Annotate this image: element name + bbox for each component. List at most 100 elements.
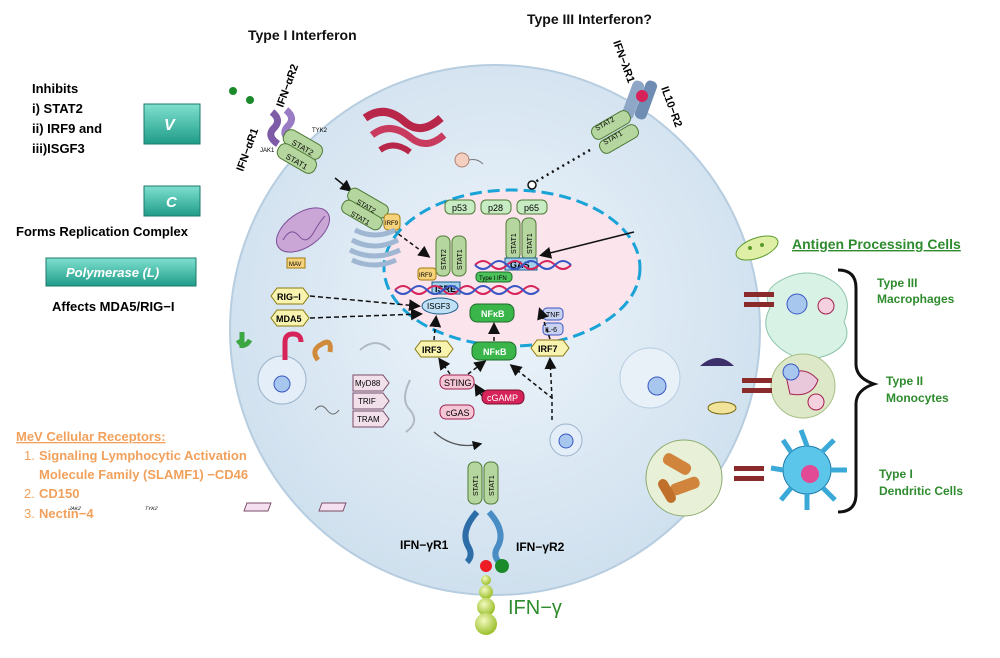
type1-ifn-gene: Type I IFN xyxy=(475,271,513,283)
ifn-alpha-ligand-icon xyxy=(229,87,237,95)
p53-label: p53 xyxy=(452,203,467,213)
mav-badge: MAV xyxy=(286,257,306,269)
arrow-cgamp-sting xyxy=(474,383,486,397)
tnf-label: TNF xyxy=(546,312,560,319)
cd150-receptor-icon xyxy=(282,331,304,360)
receptor-item-3-num: 3. xyxy=(24,506,35,521)
mev-receptors-title: MeV Cellular Receptors: xyxy=(16,429,166,444)
mitochondrion-icon xyxy=(276,207,330,253)
cgas-badge: cGAS xyxy=(439,404,475,420)
rig-i-badge: RIG−I xyxy=(270,287,310,305)
mda5-badge: MDA5 xyxy=(270,309,310,327)
pathogen-icon xyxy=(700,358,737,415)
viral-vesicle-right xyxy=(549,423,583,457)
apc-title: Antigen Processing Cells xyxy=(792,236,961,252)
tram-label: TRAM xyxy=(357,415,380,424)
il10r2-label: IL10−R2 xyxy=(658,85,684,129)
l-protein-box: Polymerase (L) xyxy=(45,257,197,287)
jak2-label-a: JAK2 xyxy=(68,506,82,512)
arrow-type1-stat xyxy=(334,177,353,192)
mda5-label: MDA5 xyxy=(276,314,302,324)
receptor-item-1-line1: Signaling Lymphocytic Activation xyxy=(39,448,247,463)
receptor-item-1-line2: Molecule Family (SLAMF1) −CD46 xyxy=(39,467,248,482)
endoplasmic-reticulum-icon xyxy=(362,108,447,155)
arrow-irf3-up xyxy=(429,315,442,341)
dna-strand-lower xyxy=(394,285,540,295)
cgamp-badge: cGAMP xyxy=(481,389,525,405)
stat1-gas-label-b: STAT1 xyxy=(527,233,534,254)
inhibits-line-3: iii)ISGF3 xyxy=(32,141,85,156)
receptor-item-2-line1: CD150 xyxy=(39,486,79,501)
stat1-gamma-label-a: STAT1 xyxy=(473,475,480,496)
ifnar1-label: IFN−αR1 xyxy=(235,127,262,173)
dna-strand-upper-b xyxy=(474,260,572,270)
irf3-badge: IRF3 xyxy=(414,340,454,358)
myd88-label: MyD88 xyxy=(355,379,381,388)
inhibits-line-1: i) STAT2 xyxy=(32,101,83,116)
cgas-label: cGAS xyxy=(446,408,470,418)
cgamp-label: cGAMP xyxy=(487,393,518,403)
stat-complex-cytoplasm: STAT2 STAT1 IRF9 xyxy=(341,187,401,231)
apc-type2-line1: Type II xyxy=(886,374,923,388)
macrophage-icon xyxy=(744,272,848,360)
arrow-mda-to-nucleus xyxy=(309,308,423,321)
budding-vesicle xyxy=(619,347,681,409)
tlr-adaptor-group: MyD88 TRIF TRAM xyxy=(352,374,390,428)
nfkb-nuclear-badge: NFκB xyxy=(469,303,515,323)
l-caption: Affects MDA5/RIG−I xyxy=(52,299,174,314)
trif-label: TRIF xyxy=(358,397,376,406)
type1-interferon-title: Type I Interferon xyxy=(248,27,357,43)
l-protein-label: Polymerase (L) xyxy=(66,265,159,280)
stat1-gamma-label-b: STAT1 xyxy=(489,475,496,496)
ifn-gamma-receptor-icon: STAT1 STAT1 JAK2 TYK2 xyxy=(68,461,509,573)
virus-cluster-icon xyxy=(645,439,723,517)
rig-i-label: RIG−I xyxy=(277,292,301,302)
nectin-receptor-icon xyxy=(312,339,333,362)
dna-strand-lower-b xyxy=(394,285,540,295)
p65-label: p65 xyxy=(524,203,539,213)
inhibits-line-0: Inhibits xyxy=(32,81,78,96)
isgf3-label: ISGF3 xyxy=(427,302,451,311)
p28-badge: p28 xyxy=(480,199,512,215)
c-protein-label: C xyxy=(166,194,178,211)
gas-label: GAS xyxy=(510,260,530,270)
stat1-gas-label-a: STAT1 xyxy=(511,233,518,254)
ifngr1-label: IFN−γR1 xyxy=(400,538,449,552)
receptor-item-2-num: 2. xyxy=(24,486,35,501)
ifngr2-label: IFN−γR2 xyxy=(516,540,565,554)
apc-type2-line2: Monocytes xyxy=(886,391,949,405)
v-protein-box: V xyxy=(143,103,201,145)
blocked-link-icon xyxy=(527,180,537,190)
arrow-into-gas xyxy=(539,231,635,259)
inhibits-line-2: ii) IRF9 and xyxy=(32,121,102,136)
bacterium-icon xyxy=(735,235,779,261)
type1-ifn-label: Type I IFN xyxy=(479,276,507,282)
nfkb-nuclear-label: NFκB xyxy=(481,309,505,319)
ifn-gamma-label: IFN−γ xyxy=(508,597,562,619)
receptor-item-1-num: 1. xyxy=(24,448,35,463)
sting-badge: STING xyxy=(439,374,475,390)
p53-badge: p53 xyxy=(444,199,476,215)
nfkb-cyto-badge: NFκB xyxy=(471,341,517,361)
viral-vesicle-left xyxy=(257,355,340,415)
arrow-irf7-chain xyxy=(544,357,557,399)
irf7-badge: IRF7 xyxy=(530,339,570,357)
viral-rna-icon xyxy=(359,342,391,351)
apc-type1-line1: Type I xyxy=(879,467,913,481)
monocyte-icon xyxy=(742,353,836,419)
type1-receptor-icon: STAT2 STAT1 TYK2 JAK1 xyxy=(260,107,328,174)
arrow-sting-irf3 xyxy=(438,357,451,375)
golgi-icon xyxy=(348,227,402,268)
receptor-item-3-line1: Nectin−4 xyxy=(39,506,94,521)
irf7-label: IRF7 xyxy=(538,344,558,354)
v-protein-label: V xyxy=(164,117,176,134)
apc-bracket xyxy=(837,268,879,514)
stat-isre-complex: STAT2 STAT1 IRF9 xyxy=(417,235,467,281)
tyk2-label-gamma: TYK2 xyxy=(144,506,159,512)
arrow-irf7-up xyxy=(537,307,551,340)
p28-label: p28 xyxy=(488,203,503,213)
irf9-cyto-label: IRF9 xyxy=(385,221,399,227)
il6-label: IL-6 xyxy=(545,327,557,334)
arrow-rig-to-isgf3 xyxy=(309,295,421,312)
dotted-type3-link xyxy=(534,148,591,184)
